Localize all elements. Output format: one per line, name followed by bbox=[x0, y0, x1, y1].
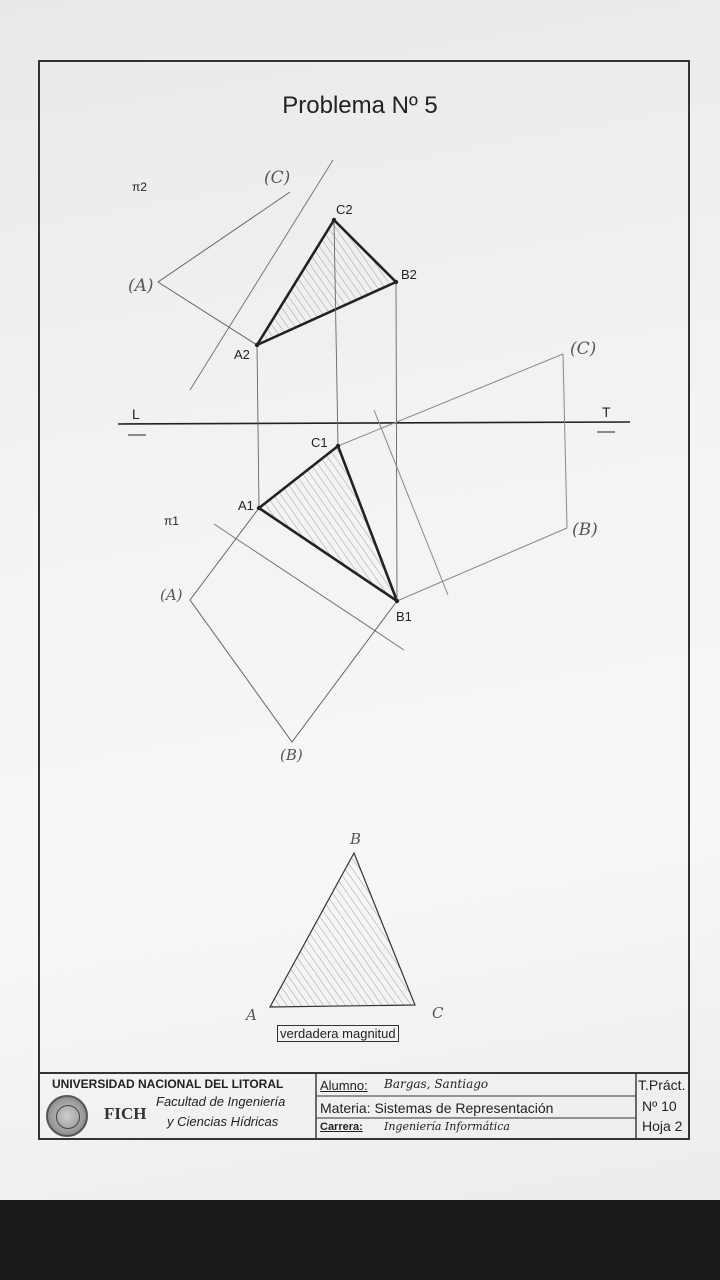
practical-label: T.Práct. bbox=[638, 1077, 686, 1093]
rebatted-upper-c-label: (C) bbox=[264, 168, 291, 188]
rebatted-upper-a-label: (A) bbox=[128, 276, 154, 296]
rebatted-lower-triangle bbox=[189, 507, 398, 743]
edge-a1-c1 bbox=[258, 444, 339, 510]
university-name: UNIVERSIDAD NACIONAL DEL LITORAL bbox=[52, 1077, 284, 1091]
edge-c1-b1 bbox=[336, 445, 399, 602]
subject-text: Materia: Sistemas de Representación bbox=[320, 1100, 554, 1116]
page-title: Problema Nº 5 bbox=[282, 92, 438, 119]
career-label: Carrera: bbox=[320, 1121, 363, 1133]
rebatted-lower-a-label: (A) bbox=[160, 586, 183, 604]
ground-line-right-label: T bbox=[602, 404, 611, 420]
rebatted-right-b-label: (B) bbox=[572, 520, 598, 540]
projector-a bbox=[256, 344, 260, 509]
point-c2-dot bbox=[331, 217, 337, 223]
true-size-triangle bbox=[268, 851, 416, 1008]
true-size-b-label: B bbox=[350, 830, 362, 848]
point-b2-dot bbox=[393, 279, 399, 285]
ground-line bbox=[117, 421, 631, 425]
point-c1-label: C1 bbox=[311, 435, 328, 450]
ray-right-bottom bbox=[396, 527, 568, 602]
point-a2-label: A2 bbox=[234, 347, 250, 362]
point-c1-dot bbox=[335, 443, 341, 449]
edge-a1-b1 bbox=[258, 506, 398, 603]
fich-logo-text: FICH bbox=[104, 1104, 147, 1123]
faculty-line2: y Ciencias Hídricas bbox=[167, 1114, 279, 1129]
point-c2-label: C2 bbox=[336, 202, 353, 217]
true-size-caption: verdadera magnitud bbox=[277, 1025, 399, 1042]
university-seal-logo bbox=[46, 1095, 88, 1137]
student-name: Bargas, Santiago bbox=[384, 1077, 489, 1091]
faculty-line1: Facultad de Ingeniería bbox=[156, 1094, 286, 1109]
projector-c bbox=[333, 219, 339, 447]
projector-b bbox=[395, 281, 398, 602]
rebatted-right-c-label: (C) bbox=[570, 339, 597, 359]
point-b1-label: B1 bbox=[396, 609, 412, 624]
true-size-a-label: A bbox=[246, 1006, 257, 1024]
triangle-top-view bbox=[259, 446, 397, 601]
sheet-number: Hoja 2 bbox=[642, 1118, 683, 1134]
true-size-c-label: C bbox=[432, 1004, 444, 1022]
point-a1-label: A1 bbox=[238, 498, 254, 513]
axis-lower bbox=[213, 523, 405, 651]
axis-right bbox=[373, 409, 449, 596]
ray-right-top bbox=[337, 353, 564, 447]
drawing-frame bbox=[38, 60, 690, 1140]
point-b1-dot bbox=[394, 598, 400, 604]
point-a2-dot bbox=[254, 342, 260, 348]
triangle-front-view bbox=[257, 220, 396, 345]
rebatted-upper-triangle bbox=[157, 191, 291, 346]
student-label: Alumno: bbox=[320, 1078, 368, 1093]
plane-pi1-label: π1 bbox=[164, 514, 179, 528]
edge-c2-b2 bbox=[333, 219, 397, 283]
practical-number: Nº 10 bbox=[642, 1098, 677, 1114]
rebatted-lower-b-label: (B) bbox=[280, 746, 303, 764]
ground-line-left-label: L bbox=[132, 406, 140, 422]
axis-upper bbox=[189, 159, 334, 391]
edge-a2-b2 bbox=[256, 280, 397, 347]
rebatted-right-side bbox=[562, 353, 568, 529]
point-a1-dot bbox=[256, 505, 262, 511]
plane-pi2-label: π2 bbox=[132, 180, 147, 194]
edge-a2-c2 bbox=[255, 219, 336, 346]
career-name: Ingeniería Informática bbox=[384, 1120, 510, 1133]
title-block bbox=[38, 1072, 690, 1140]
point-b2-label: B2 bbox=[401, 267, 417, 282]
